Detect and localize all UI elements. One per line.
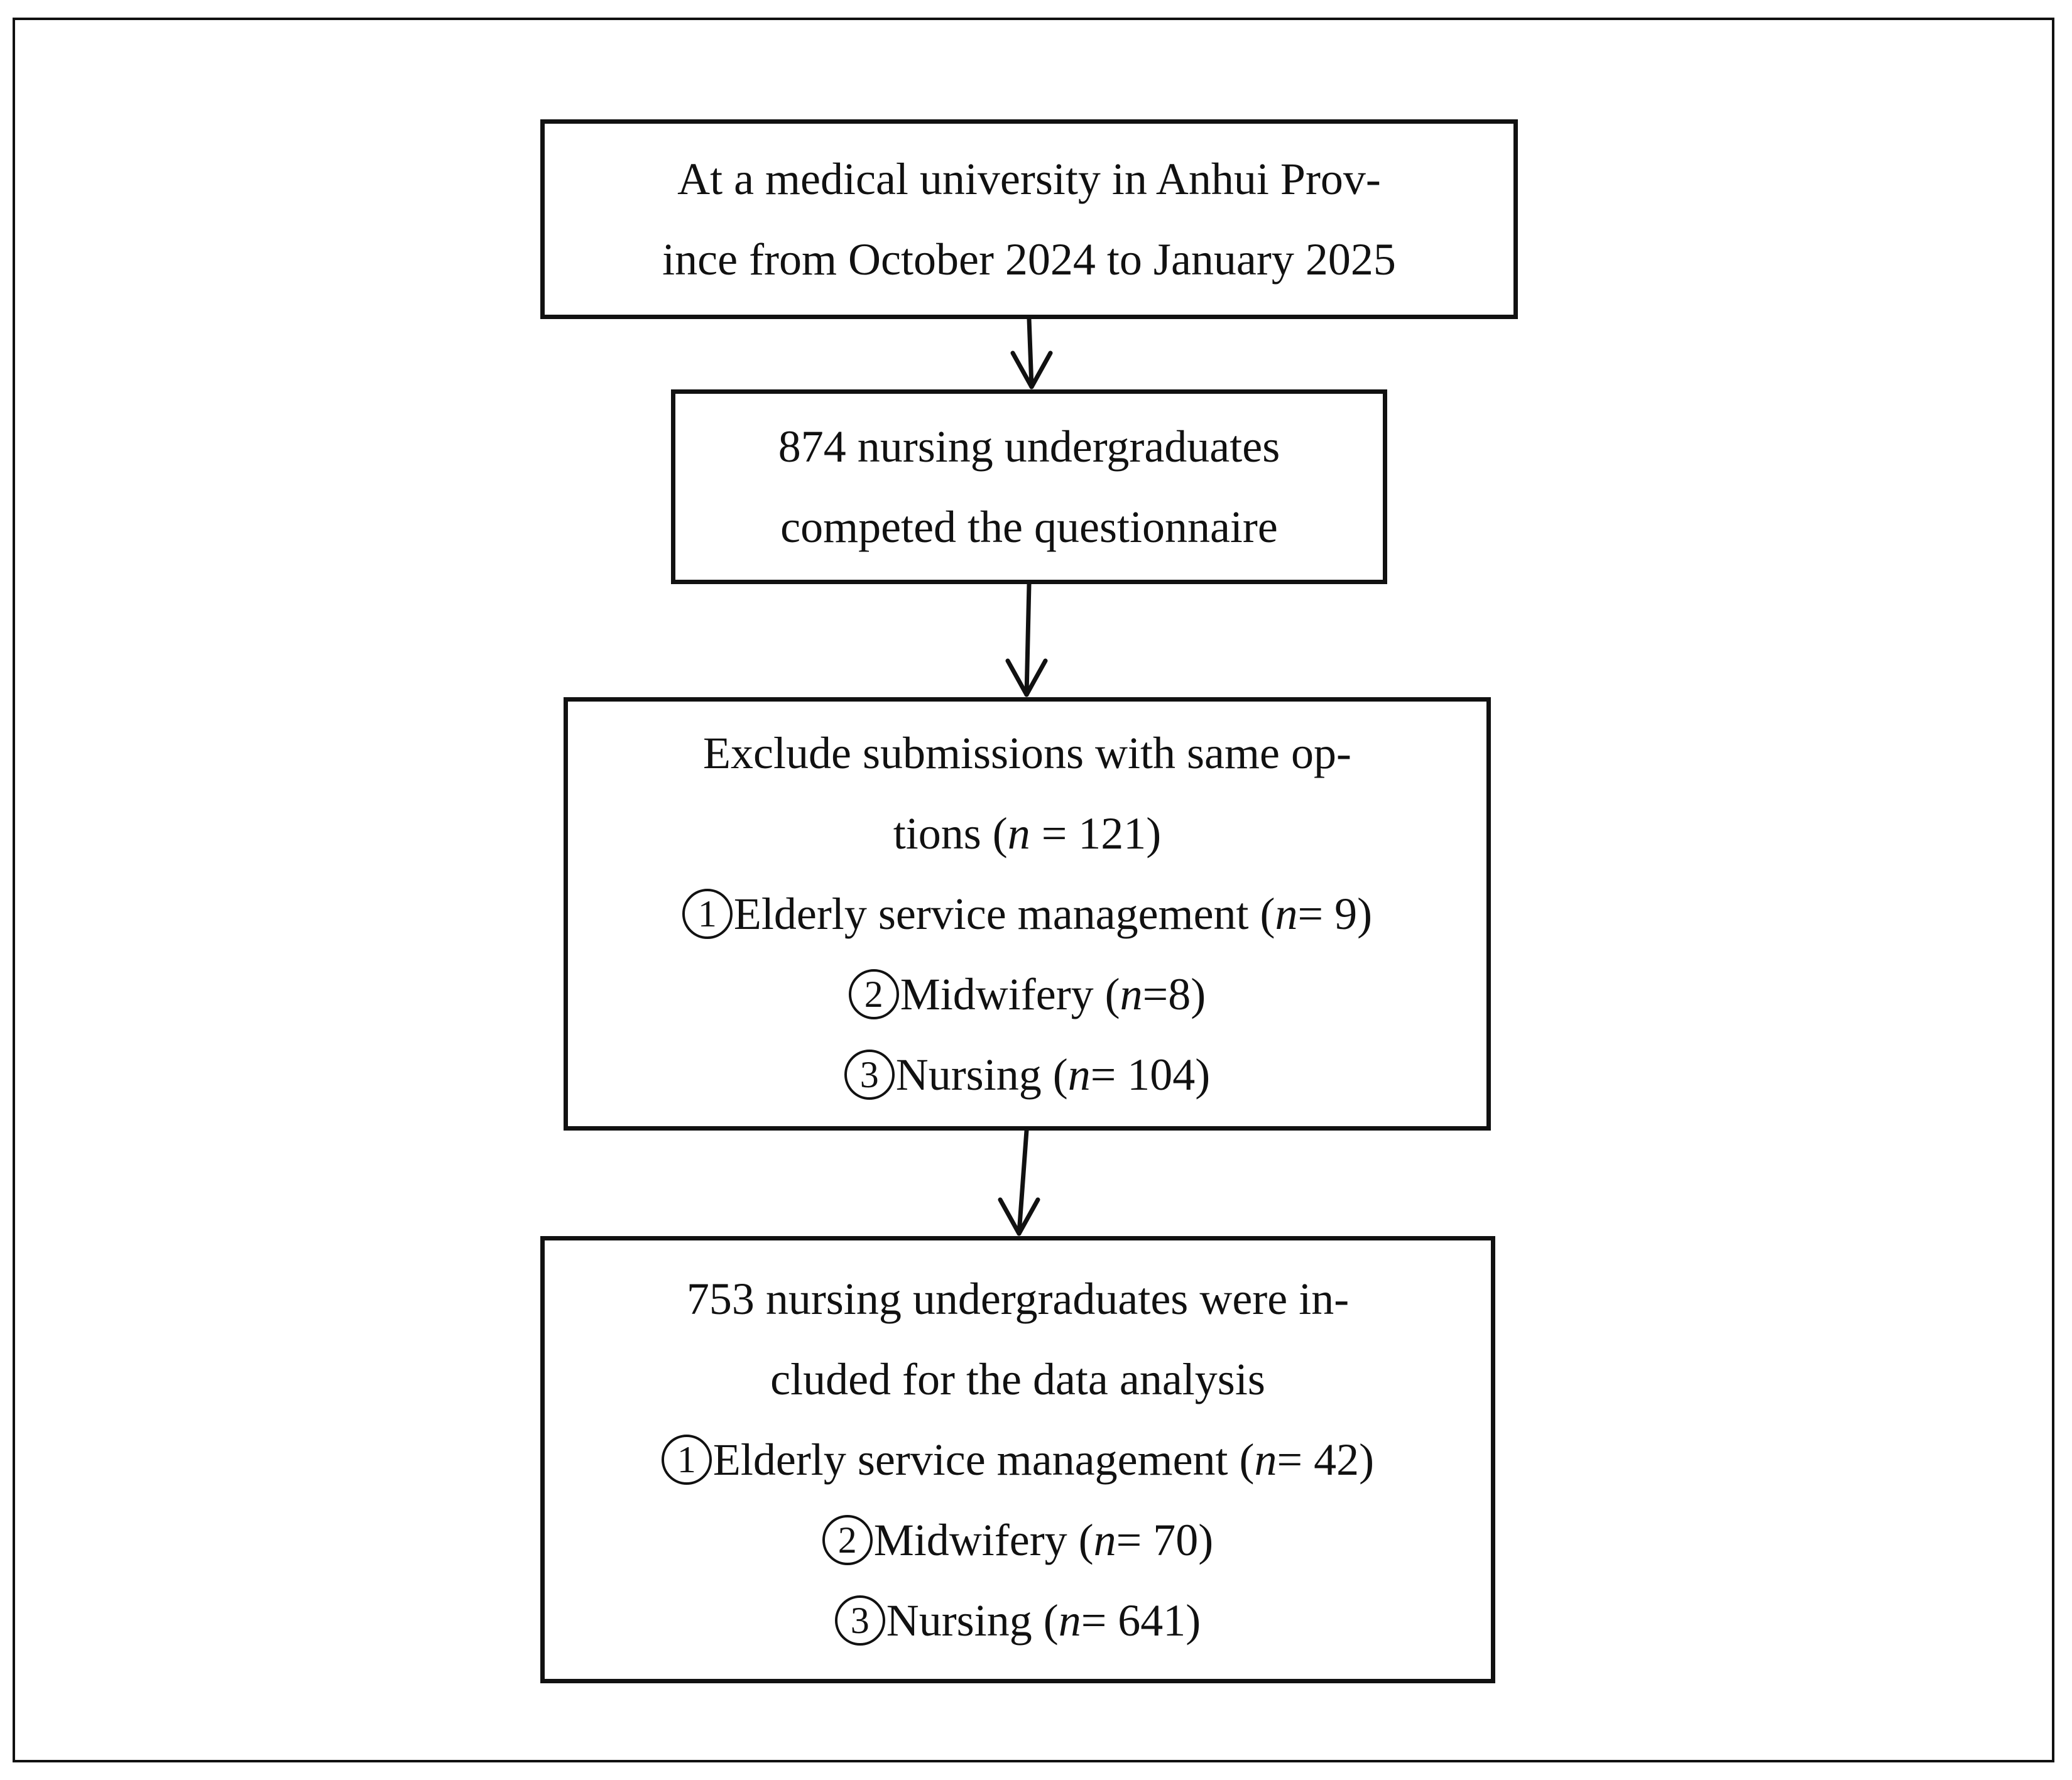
completed-line-2: competed the questionnaire <box>780 502 1278 552</box>
included-line-1: 753 nursing undergraduates were in- <box>686 1274 1350 1324</box>
circled-number-1: 1 <box>661 1435 712 1485</box>
circled-number-2: 2 <box>822 1515 873 1565</box>
completed-line-1: 874 nursing undergraduates <box>778 421 1280 472</box>
figure-frame <box>13 18 2054 1762</box>
excluded-count: tions (n = 121) <box>893 808 1162 859</box>
included-box: 753 nursing undergraduates were in- clud… <box>540 1236 1495 1683</box>
excluded-line-1: Exclude submissions with same op- <box>703 728 1351 778</box>
circled-number-2: 2 <box>848 969 899 1019</box>
circled-number-3: 3 <box>844 1050 895 1100</box>
circled-number-3: 3 <box>834 1595 885 1646</box>
setting-line-1: At a medical university in Anhui Prov- <box>677 154 1381 204</box>
excluded-box: Exclude submissions with same op- tions … <box>564 697 1491 1131</box>
setting-line-2: ince from October 2024 to January 2025 <box>662 234 1396 285</box>
included-line-2: cluded for the data analysis <box>770 1354 1265 1404</box>
completed-box: 874 nursing undergraduates competed the … <box>671 389 1387 584</box>
circled-number-1: 1 <box>682 889 733 939</box>
setting-box: At a medical university in Anhui Prov- i… <box>540 119 1518 319</box>
